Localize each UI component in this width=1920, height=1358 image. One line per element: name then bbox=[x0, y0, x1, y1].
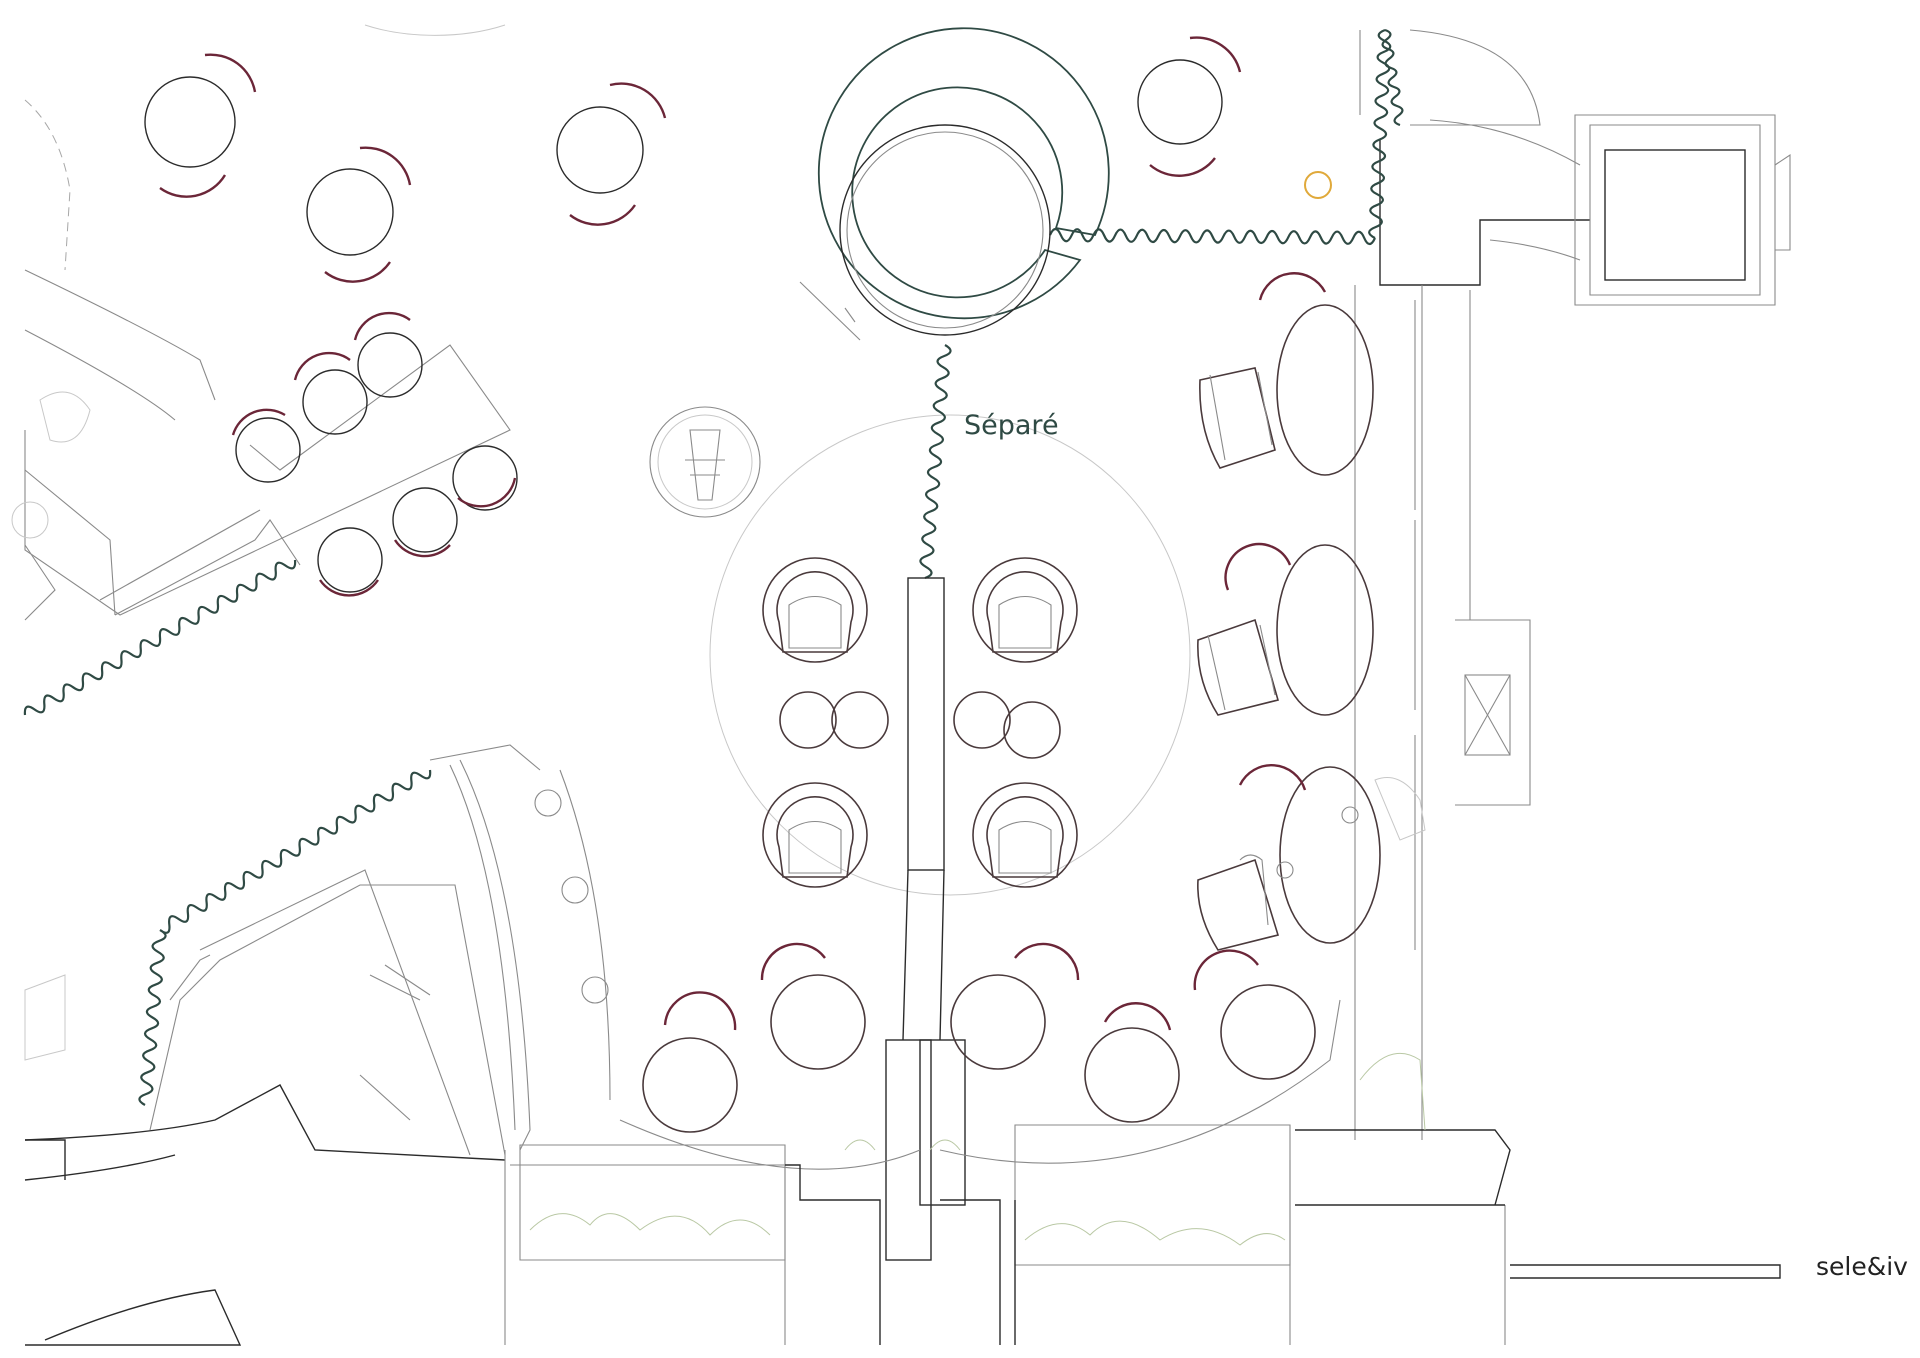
planters bbox=[519, 1052, 1426, 1345]
curtain-wall-left bbox=[23, 559, 297, 716]
background-linework bbox=[24, 24, 1791, 1345]
curtain-wall-bottom-left bbox=[138, 769, 432, 1106]
armchair bbox=[972, 782, 1078, 888]
bottom-left-structure bbox=[24, 744, 786, 1346]
curtain-wall-right bbox=[1381, 28, 1404, 127]
curtain-wall-top bbox=[1048, 28, 1392, 246]
curtain-walls bbox=[23, 28, 1404, 1106]
central-long-table bbox=[885, 577, 966, 1261]
rug bbox=[649, 406, 761, 518]
lamp-icon bbox=[1304, 171, 1332, 199]
lounge-upper-left bbox=[144, 36, 1242, 283]
armchair bbox=[762, 557, 868, 663]
armchairs bbox=[762, 557, 1078, 888]
separe-booth bbox=[799, 27, 1110, 341]
lounge-chairs-right bbox=[1197, 367, 1426, 951]
separe-label: Séparé bbox=[964, 410, 1059, 441]
brand-label: sele&iv bbox=[1816, 1252, 1908, 1281]
armchair bbox=[762, 782, 868, 888]
curtain-wall-separe bbox=[919, 344, 952, 580]
armchair bbox=[972, 557, 1078, 663]
bar-counter bbox=[11, 311, 518, 621]
dining-tables-bottom bbox=[534, 769, 1341, 1170]
side-tables bbox=[779, 691, 1061, 759]
oval-tables bbox=[1224, 272, 1381, 944]
